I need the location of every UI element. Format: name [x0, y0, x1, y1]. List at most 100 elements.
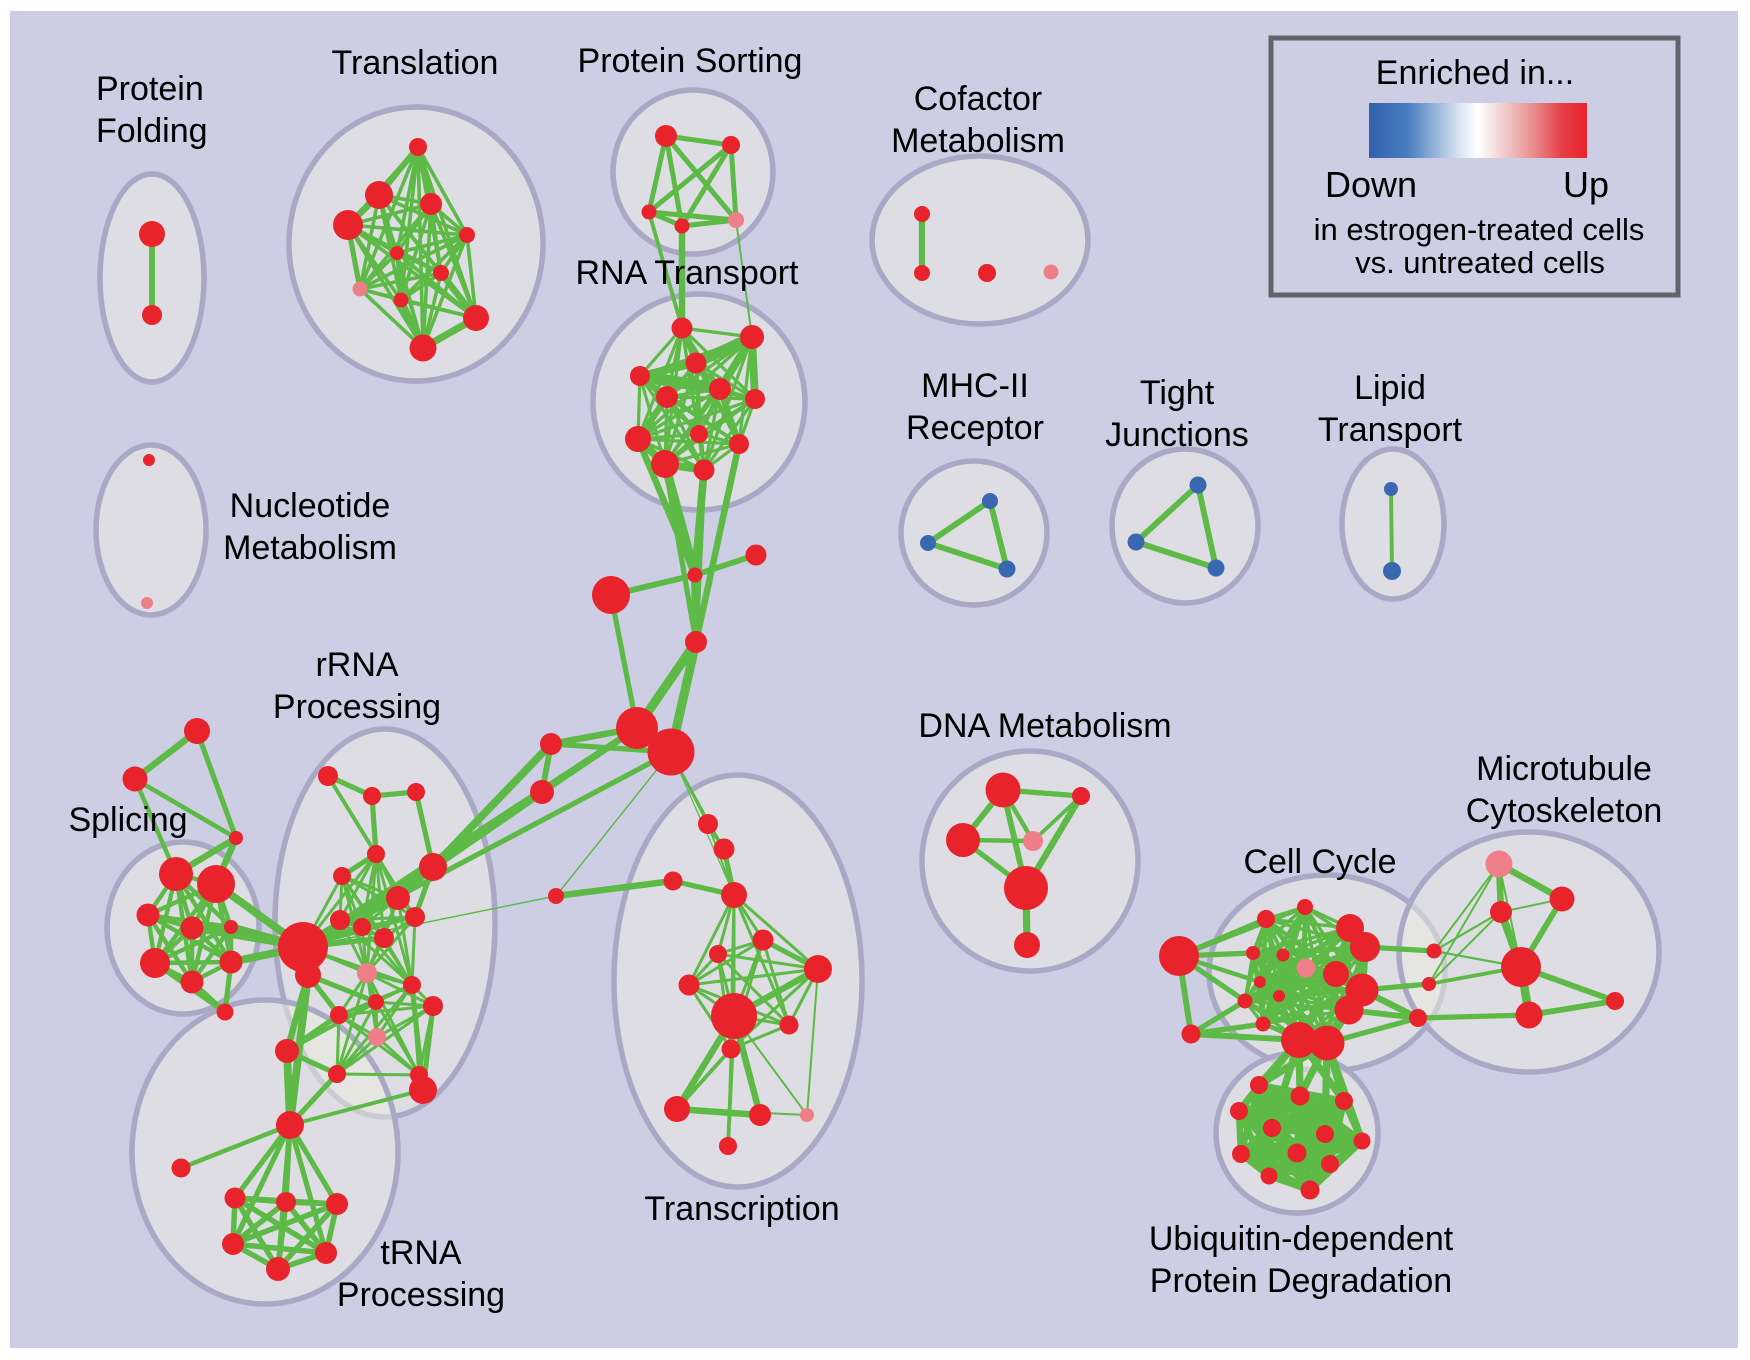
edge-lt1-lt2	[1389, 487, 1394, 573]
gene-set-node-x3	[663, 871, 683, 891]
edge-x14-x7	[806, 968, 819, 1116]
gene-set-node-sp2	[745, 544, 767, 566]
edge-t1-t8	[358, 145, 420, 291]
legend-subtitle-line2: vs. untreated cells	[1355, 245, 1605, 280]
edge-ps3-ps5	[646, 209, 739, 223]
gene-set-node-q2	[276, 1192, 296, 1212]
gene-set-node-cc11	[1273, 990, 1285, 1002]
edge-tj3-tj1	[1195, 482, 1219, 571]
gene-set-node-rt5	[656, 386, 678, 408]
gene-set-node-u11	[1260, 1167, 1278, 1185]
edge-t1-t5	[416, 145, 469, 237]
edge-st1-st2	[131, 727, 201, 783]
gene-set-node-tj3	[1207, 559, 1225, 577]
gene-set-node-mtp	[1485, 850, 1513, 878]
gene-set-node-u9	[1287, 1143, 1307, 1163]
gene-set-node-x8	[678, 974, 700, 996]
edge-qh-q4	[230, 1122, 293, 1247]
gene-set-node-r13	[403, 976, 421, 994]
edge-r11-r13	[410, 915, 417, 987]
gene-set-node-x2	[713, 838, 735, 860]
edge-r19-r20	[335, 1072, 421, 1077]
edge-rt4-rt12	[638, 374, 706, 472]
gene-set-node-s3	[136, 903, 160, 927]
gene-set-node-t3	[420, 193, 442, 215]
gene-set-node-hub2	[647, 728, 695, 776]
edge-m3-m1	[987, 498, 1010, 572]
edge-q3-q4	[230, 1201, 340, 1247]
gene-set-node-s9	[216, 1003, 234, 1021]
cluster-label-splicing: Splicing	[68, 801, 187, 839]
gene-set-node-s6	[140, 948, 170, 978]
gene-set-node-u2	[1290, 1086, 1310, 1106]
gene-set-node-rt1	[671, 317, 693, 339]
edge-x14-x12	[676, 1108, 808, 1116]
legend: Enriched in... Down Up in estrogen-treat…	[1268, 35, 1681, 298]
gene-set-node-cf1	[914, 206, 930, 222]
edge-r14-r19	[335, 1000, 378, 1076]
edge-cc16-mt2	[1432, 910, 1503, 953]
edge-ps5-rt2	[735, 219, 753, 338]
gene-set-node-ql	[171, 1158, 191, 1178]
gene-set-node-cc10	[1254, 976, 1266, 988]
gene-set-node-s1	[159, 857, 193, 891]
gene-set-node-lt1	[1384, 482, 1398, 496]
gene-set-node-co2	[1181, 1024, 1201, 1044]
gene-set-node-cc14	[1334, 995, 1364, 1025]
gene-set-node-rt7	[745, 389, 765, 409]
edge-r21-qh	[288, 1088, 425, 1127]
gene-set-node-q1	[224, 1187, 246, 1209]
edge-ps1-ps3	[646, 133, 669, 215]
gene-set-node-r17	[368, 1028, 386, 1046]
edge-q3-q6	[275, 1201, 340, 1272]
edge-r18-r14	[285, 1000, 378, 1053]
gene-set-node-s7	[180, 970, 204, 994]
gene-set-node-ps3	[641, 204, 657, 220]
gene-set-node-ln1	[548, 888, 564, 904]
gene-set-node-ps5	[728, 212, 744, 228]
edge-ps1-ps5	[663, 133, 739, 223]
gene-set-node-nm2	[141, 597, 153, 609]
edge-x11-x12	[675, 1047, 733, 1111]
gene-set-node-d4	[1023, 831, 1043, 851]
gene-set-node-co1	[1159, 936, 1199, 976]
gene-set-node-lt2	[1383, 562, 1401, 580]
edge-r14-r20	[374, 1000, 421, 1077]
edge-st2-st3	[132, 776, 239, 841]
edge-rt7-rt11	[663, 397, 757, 466]
edge-co2-gb1	[1188, 1031, 1302, 1043]
cluster-label-protein-sorting: Protein Sorting	[578, 42, 803, 80]
gene-set-node-r15	[423, 996, 443, 1016]
edge-co1-cc1	[1176, 904, 1308, 959]
edge-x5-x10	[761, 938, 791, 1027]
gene-set-node-tj1	[1189, 476, 1207, 494]
gene-set-node-cc6	[1276, 948, 1290, 962]
edge-t8-t11	[358, 287, 425, 350]
gene-set-node-sp6	[530, 780, 554, 804]
edge-m1-m2	[925, 498, 993, 546]
gene-set-node-t10	[463, 305, 489, 331]
edge-qh-ql	[178, 1122, 293, 1171]
gene-set-node-d2	[1072, 787, 1090, 805]
edge-rt5-rt7	[665, 395, 757, 401]
gene-set-node-r10	[374, 928, 394, 948]
gene-set-node-q5	[315, 1242, 337, 1264]
gene-set-node-pf1	[139, 221, 165, 247]
edge-cc3-cc5	[1251, 926, 1352, 955]
edge-g2-r18	[283, 971, 312, 1055]
edge-u10-u11	[1265, 1160, 1334, 1180]
edge-ps1-ps4	[663, 133, 685, 229]
cluster-label-translation: Translation	[332, 44, 499, 82]
gene-set-node-d3	[946, 823, 980, 857]
edge-cc17-mt2	[1428, 911, 1502, 985]
gene-set-node-mt1	[1549, 886, 1575, 912]
gene-set-node-cc16	[1426, 943, 1442, 959]
legend-subtitle-line1: in estrogen-treated cells	[1314, 212, 1645, 247]
gene-set-node-rt12	[693, 459, 715, 481]
edge-t7-t8	[358, 271, 443, 291]
edge-cc16-mtp	[1433, 863, 1500, 952]
gene-set-node-sp5	[540, 733, 562, 755]
edge-cc12-cc14	[1243, 999, 1351, 1012]
